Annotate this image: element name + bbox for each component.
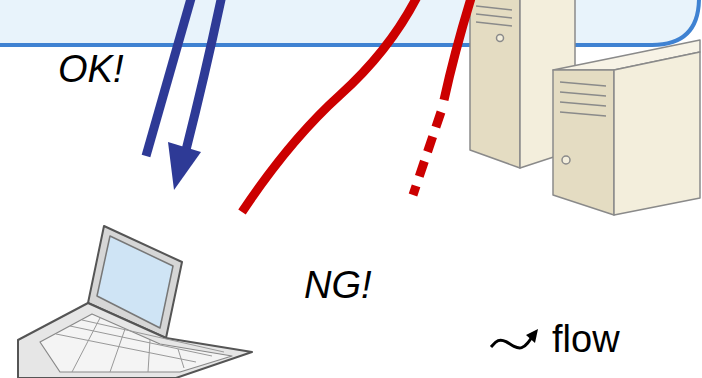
flow-label: OK!	[58, 50, 123, 88]
title-band	[0, 0, 699, 45]
ok-flow-arrow	[146, 0, 222, 190]
ng-flow-line	[242, 0, 472, 212]
flow-label: NG!	[304, 266, 372, 304]
legend-text: flow	[552, 320, 620, 358]
server-icon	[553, 40, 700, 215]
laptop-icon	[18, 226, 252, 378]
legend-swatch	[488, 321, 540, 357]
legend-entry: flow	[488, 320, 620, 358]
